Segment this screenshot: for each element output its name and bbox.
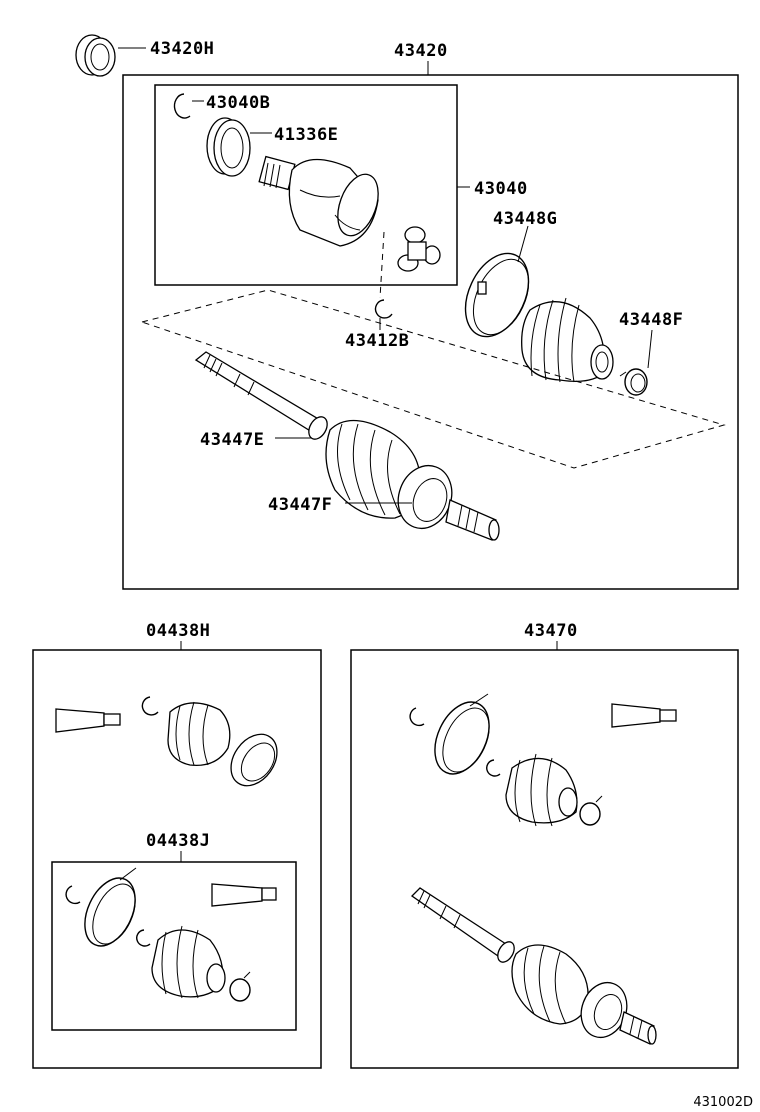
snap-ring-04438H (141, 696, 159, 716)
inboard-joint-housing (258, 155, 379, 247)
label-04438H: 04438H (146, 621, 210, 641)
boot-43470 (505, 753, 578, 827)
label-04438J: 04438J (146, 831, 210, 851)
snap-ring-04438J (65, 885, 81, 905)
clamp-43448F (619, 368, 648, 396)
label-41336E: 41336E (274, 125, 338, 145)
assembly-box-43040 (154, 84, 458, 286)
boot-04438H (167, 701, 231, 767)
boot-inboard (521, 297, 614, 383)
ring-41336E (206, 117, 251, 177)
boot-04438J (151, 925, 226, 999)
kit-box-04438J (51, 861, 297, 1031)
snap-ring-43412B (374, 299, 393, 319)
seal-43420H (75, 34, 116, 77)
tripod-joint (397, 226, 441, 272)
clamp-43470-large (434, 693, 490, 775)
clamp-04438J-small (229, 971, 251, 1002)
label-43040: 43040 (474, 179, 528, 199)
snap-ring-04438J-small (136, 929, 151, 947)
label-43447E: 43447E (200, 430, 264, 450)
snap-ring-43470 (409, 707, 425, 727)
ring-04438H (230, 733, 278, 787)
figure-code: 431002D (693, 1095, 753, 1110)
kit-outline (140, 289, 726, 469)
drive-shaft-outboard (194, 351, 500, 541)
drive-shaft-43470 (410, 887, 657, 1045)
snap-ring-43040B (173, 93, 191, 119)
label-43412B: 43412B (345, 331, 409, 351)
label-43420H: 43420H (150, 39, 214, 59)
grease-tube-43470 (611, 703, 677, 728)
assembly-box-43420 (122, 74, 739, 590)
label-43040B: 43040B (206, 93, 270, 113)
grease-tube-04438H (55, 708, 121, 733)
label-43420: 43420 (394, 41, 448, 61)
label-43447F: 43447F (268, 495, 332, 515)
clamp-43470-small (579, 795, 603, 826)
snap-ring-43470-small (486, 759, 501, 777)
assembly-box-43470 (350, 649, 739, 1069)
label-43448F: 43448F (619, 310, 683, 330)
kit-box-04438H (32, 649, 322, 1069)
grease-tube-04438J (211, 883, 277, 907)
label-43470: 43470 (524, 621, 578, 641)
clamp-04438J-large (84, 867, 137, 947)
label-43448G: 43448G (493, 209, 557, 229)
